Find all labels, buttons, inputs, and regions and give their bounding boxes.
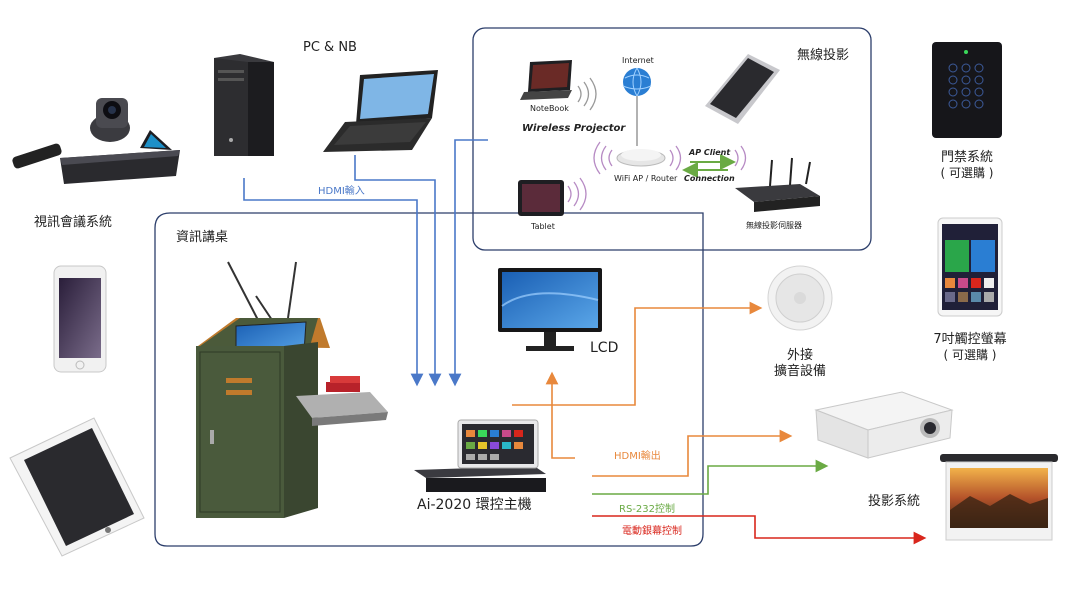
screen-ctrl-line <box>592 515 927 545</box>
tablet-label: Tablet <box>531 222 555 231</box>
rs232-label: RS-232控制 <box>619 504 675 515</box>
lcd-label: LCD <box>590 340 619 356</box>
speaker-label-line2: 擴音設備 <box>773 364 826 379</box>
podium-frame <box>154 212 704 547</box>
video-conference-device <box>12 98 180 184</box>
touch-panel-optional-label: ( 可選購 ) <box>943 348 997 362</box>
touch-panel-device <box>937 217 1003 317</box>
hdmi-out-label: HDMI輸出 <box>614 451 661 462</box>
internet-globe-icon <box>622 67 652 146</box>
connection-label: Connection <box>684 174 735 183</box>
hdmi-in-line-1 <box>243 178 424 387</box>
smartphone-wireless <box>705 54 780 124</box>
speaker-line <box>512 301 763 406</box>
wireless-server <box>734 145 820 212</box>
podium-device <box>196 261 388 518</box>
smartphone <box>53 265 107 373</box>
speaker-label-line1: 外接 <box>786 348 813 363</box>
wireless-server-label: 無線投影伺服器 <box>746 221 802 230</box>
projection-screen <box>940 454 1058 541</box>
tablet-device <box>9 417 145 557</box>
controller-device <box>414 419 546 492</box>
door-access-optional-label: ( 可選購 ) <box>940 166 994 180</box>
projection-system-label: 投影系統 <box>868 494 921 509</box>
wireless-projection-frame <box>472 27 872 251</box>
pc-nb-label: PC & NB <box>303 40 357 55</box>
hdmi-in-line-2 <box>354 155 442 387</box>
door-access-label: 門禁系統 <box>940 150 993 165</box>
video-conf-label: 視訊會議系統 <box>34 215 113 230</box>
notebook-label: NoteBook <box>530 104 569 113</box>
notebook-device <box>520 60 597 111</box>
hdmi-out-line <box>592 429 793 477</box>
internet-label: Internet <box>622 56 654 65</box>
screen-control-label: 電動銀幕控制 <box>622 526 682 537</box>
projector-device <box>814 391 954 459</box>
lcd-line <box>545 371 575 459</box>
ap-client-label: AP Client <box>689 148 731 157</box>
wireless-projector-title: Wireless Projector <box>522 123 626 134</box>
podium-label: 資訊講桌 <box>176 230 229 245</box>
lcd-monitor <box>498 268 602 351</box>
ceiling-speaker <box>767 265 833 331</box>
wifi-router <box>593 141 682 175</box>
wireless-projection-label: 無線投影 <box>797 48 850 63</box>
ap-client-arrows <box>682 154 736 178</box>
hdmi-in-line-3 <box>448 139 488 387</box>
rs232-line <box>592 459 829 495</box>
tablet-wireless <box>518 177 587 216</box>
laptop <box>323 70 438 152</box>
controller-label: Ai-2020 環控主機 <box>417 497 532 513</box>
wifi-ap-label: WiFi AP / Router <box>614 174 678 183</box>
hdmi-in-label: HDMI輸入 <box>318 186 365 197</box>
door-access-panel <box>932 42 1002 138</box>
touch-panel-label: 7吋觸控螢幕 <box>933 332 1007 347</box>
desktop-pc <box>214 54 274 156</box>
